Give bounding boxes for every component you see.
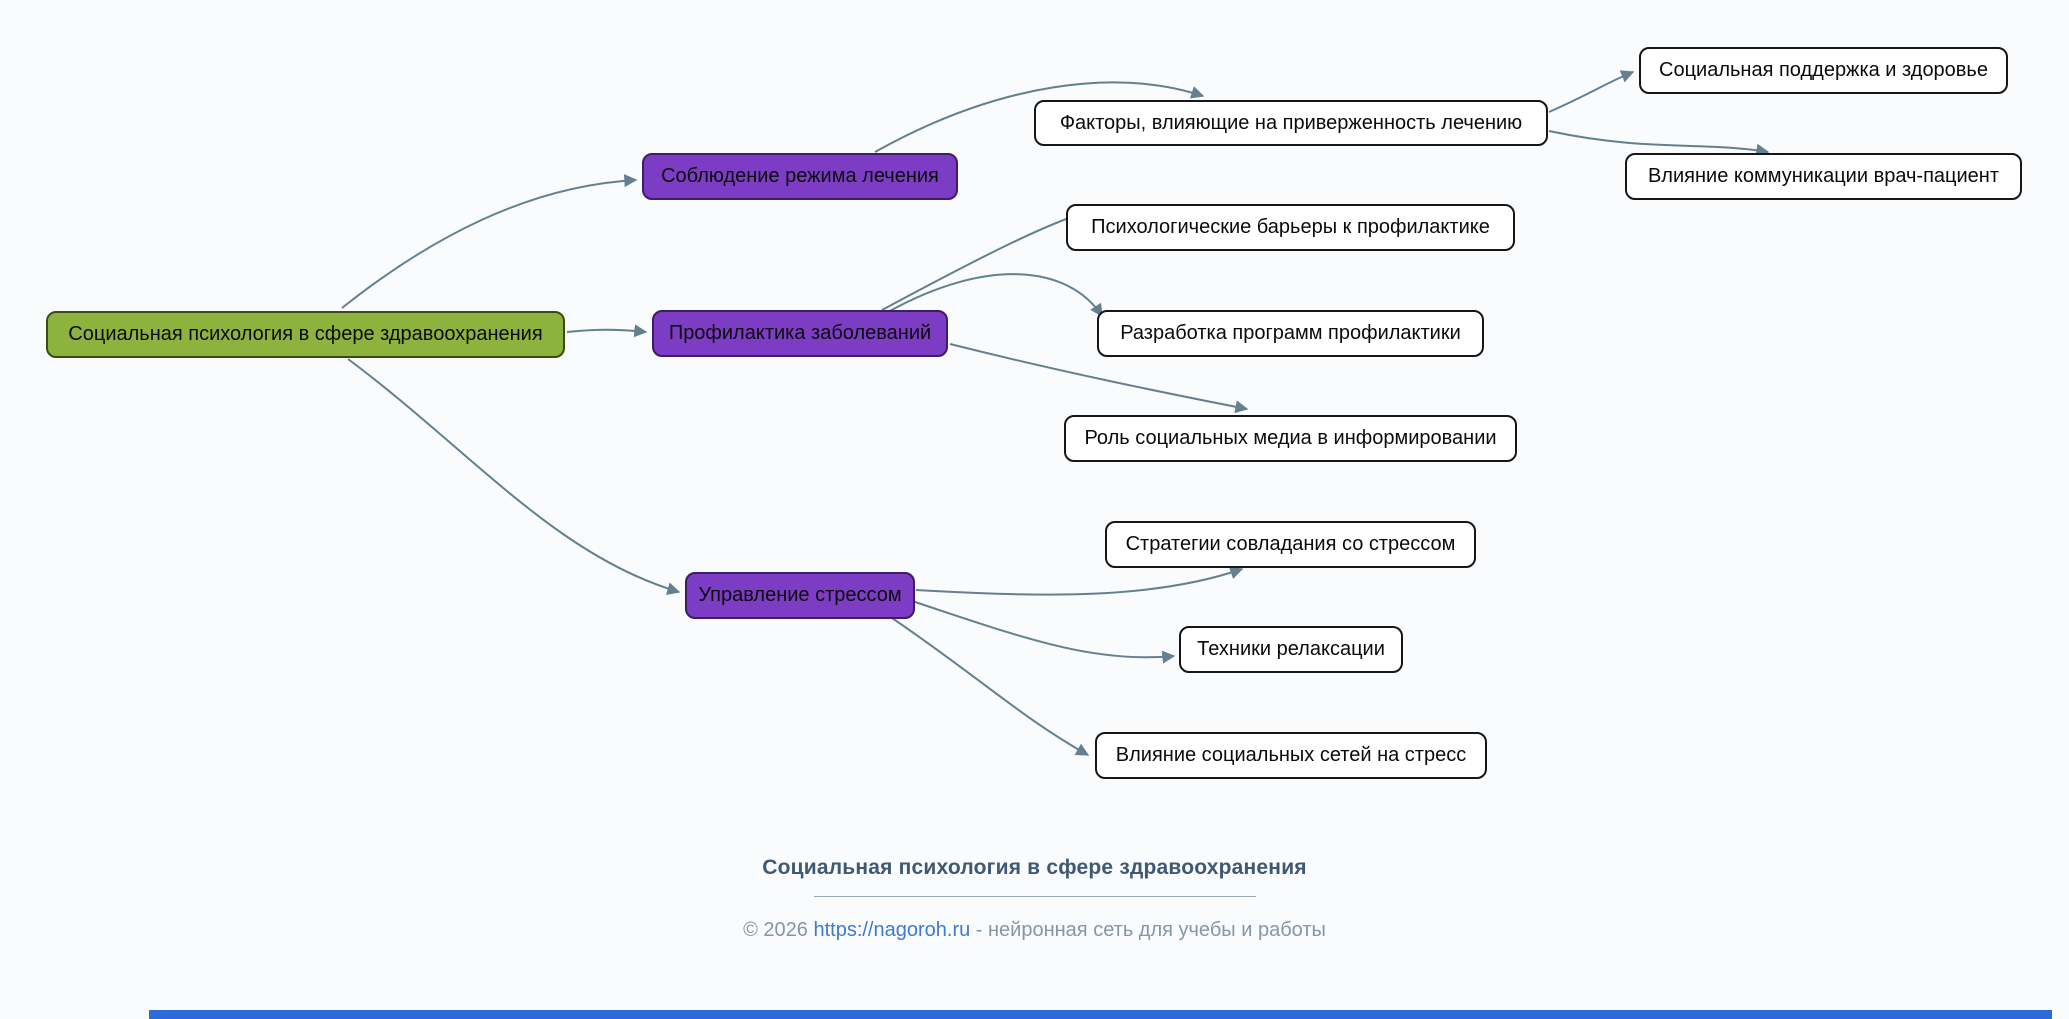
node-communication: Влияние коммуникации врач-пациент (1625, 153, 2022, 200)
node-relaxation: Техники релаксации (1179, 626, 1403, 673)
edge-factors-support (1548, 70, 1635, 113)
edge-stress-relaxation (911, 600, 1176, 664)
node-programs: Разработка программ профилактики (1097, 310, 1484, 357)
node-support: Социальная поддержка и здоровье (1639, 47, 2008, 94)
node-factors: Факторы, влияющие на приверженность лече… (1034, 100, 1548, 146)
node-barriers: Психологические барьеры к профилактике (1066, 204, 1515, 251)
node-adherence: Соблюдение режима лечения (642, 153, 958, 200)
edge-stress-strategies (915, 566, 1244, 596)
edge-root-adherence (341, 174, 638, 309)
edge-root-prevention (566, 324, 648, 338)
node-root: Социальная психология в сфере здравоохра… (46, 311, 565, 358)
node-networks: Влияние социальных сетей на стресс (1095, 732, 1487, 779)
node-media: Роль социальных медиа в информировании (1064, 415, 1517, 462)
site-link[interactable]: https://nagoroh.ru (813, 919, 971, 941)
edge-factors-communication (1548, 130, 1770, 157)
footer: Социальная психология в сфере здравоохра… (0, 856, 2069, 942)
copyright-prefix: © 2026 (743, 919, 814, 941)
node-prevention: Профилактика заболеваний (652, 310, 948, 357)
edge-prevention-media (949, 343, 1249, 414)
footer-title: Социальная психология в сфере здравоохра… (762, 856, 1307, 879)
edge-adherence-factors (874, 81, 1205, 153)
bottom-bar (149, 1010, 2052, 1019)
edge-stress-networks (891, 617, 1090, 756)
node-stress: Управление стрессом (685, 572, 915, 619)
copyright-line: © 2026 https://nagoroh.ru - нейронная се… (0, 919, 2069, 942)
copyright-suffix: - нейронная сеть для учебы и работы (970, 919, 1326, 941)
edge-root-stress (347, 358, 681, 595)
node-strategies: Стратегии совладания со стрессом (1105, 521, 1476, 568)
footer-divider (813, 896, 1256, 897)
edge-prevention-programs (887, 273, 1103, 318)
